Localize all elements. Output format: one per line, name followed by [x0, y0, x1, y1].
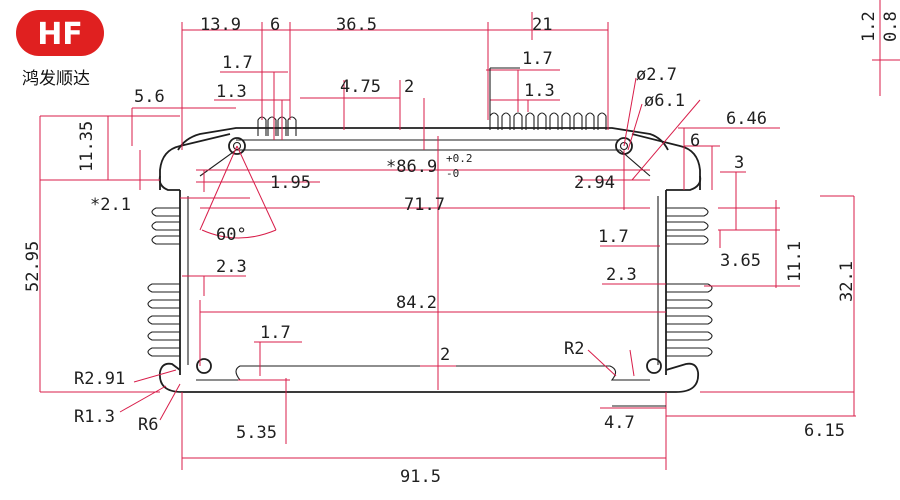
dim-R2-91: R2.91: [74, 369, 125, 389]
dim-6-top: 6: [270, 15, 280, 35]
dim-13-9: 13.9: [200, 15, 241, 35]
company-name: 鸿发顺达: [22, 69, 90, 89]
dim-R2: R2: [564, 339, 584, 359]
dim-1-7-b: 1.7: [522, 49, 553, 69]
dim-71-7: 71.7: [404, 195, 445, 215]
dim-star-86-9: *86.9: [386, 157, 437, 177]
dim-2-center: 2: [440, 345, 450, 365]
dim-2-94: 2.94: [574, 173, 615, 193]
fins-side-right: [666, 207, 713, 357]
dim-R6: R6: [138, 415, 158, 435]
dim-3: 3: [734, 153, 744, 173]
dim-tol-plus: +0.2: [446, 152, 473, 165]
dim-2-3-right: 2.3: [606, 265, 637, 285]
dim-1-2-edge: 1.2: [859, 11, 879, 42]
dim-R1-3: R1.3: [74, 407, 115, 427]
dim-1-3-b: 1.3: [524, 81, 555, 101]
dim-1-7-c: 1.7: [598, 227, 629, 247]
dim-6-15: 6.15: [804, 421, 845, 441]
logo: HF 鸿发顺达: [16, 10, 104, 89]
dim-84-2: 84.2: [396, 293, 437, 313]
dim-star-2-1: *2.1: [90, 195, 131, 215]
dim-32-1: 32.1: [837, 261, 857, 302]
dim-21: 21: [532, 15, 552, 35]
dim-1-7-a: 1.7: [222, 53, 253, 73]
dim-36-5: 36.5: [336, 15, 377, 35]
dim-0-8-edge: 0.8: [881, 11, 900, 42]
logo-badge: [16, 10, 104, 56]
dim-2-3-left: 2.3: [216, 257, 247, 277]
dimension-lines: [39, 0, 900, 470]
dim-3-65: 3.65: [720, 251, 761, 271]
dim-1-7-d: 1.7: [260, 323, 291, 343]
dim-4-7: 4.7: [604, 413, 635, 433]
dim-60-deg: 60°: [216, 225, 247, 245]
fins-side-left: [147, 207, 180, 357]
dim-5-35: 5.35: [236, 423, 277, 443]
dim-11-35: 11.35: [77, 121, 97, 172]
fins-top-right: [489, 112, 607, 130]
dim-tol-minus: -0: [446, 167, 459, 180]
dim-52-95: 52.95: [23, 241, 43, 292]
dim-4-75: 4.75: [340, 77, 381, 97]
logo-mark: HF: [37, 17, 83, 52]
dim-91-5: 91.5: [400, 467, 441, 487]
dim-6-right: 6: [690, 131, 700, 151]
reference-lines: [489, 67, 666, 407]
dim-phi-2-7: ø2.7: [636, 65, 677, 85]
dim-1-95: 1.95: [270, 173, 311, 193]
dim-2-top: 2: [404, 77, 414, 97]
dim-5-6: 5.6: [134, 87, 165, 107]
dim-phi-6-1: ø6.1: [644, 91, 685, 111]
dimension-labels: 13.9 6 36.5 21 1.7 1.3 4.75 2 1.7 1.3 ø2…: [23, 11, 900, 487]
dim-1-3-a: 1.3: [216, 82, 247, 102]
dim-11-1: 11.1: [785, 241, 805, 282]
dim-6-46: 6.46: [726, 109, 767, 129]
